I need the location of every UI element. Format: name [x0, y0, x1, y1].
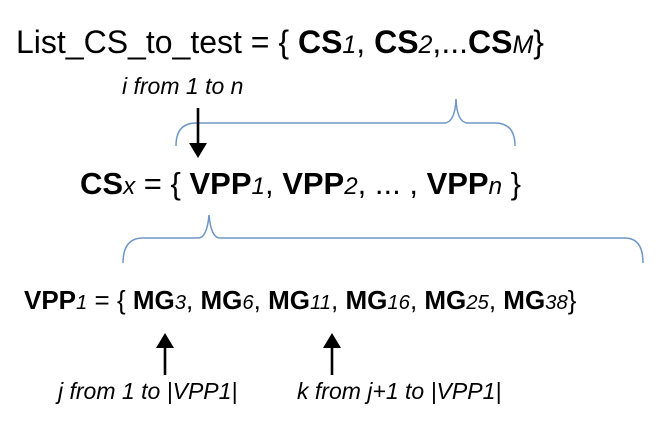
mg-term: MG25 — [424, 285, 488, 315]
mg-main: MG — [132, 285, 175, 315]
cs-separator-1: , — [264, 166, 283, 201]
vpp1-term: VPP1 — [189, 166, 264, 201]
vpp1-definition-line: VPP1 = { MG3, MG6, MG11, MG16, MG25, MG3… — [24, 285, 577, 315]
mg-main: MG — [268, 285, 310, 315]
vppn-term: VPPn — [427, 166, 502, 201]
list-separator-2: ,... — [432, 24, 468, 60]
cs1-main: CS — [297, 24, 343, 60]
vpp2-term: VPP2 — [282, 166, 357, 201]
mg-subscript: 25 — [466, 292, 489, 314]
arrow-i — [189, 108, 207, 158]
vpp2-main: VPP — [282, 166, 345, 201]
csx-term: CSx — [80, 166, 135, 201]
vpp-head-main: VPP — [24, 285, 77, 315]
vpp-head-term: VPP1 — [24, 285, 87, 315]
mg-main: MG — [503, 285, 546, 315]
mg-subscript: 16 — [387, 292, 410, 314]
csm-main: CS — [467, 24, 513, 60]
cs2-subscript: 2 — [418, 31, 433, 59]
brace-vpp-set — [122, 214, 644, 264]
mg-subscript: 3 — [174, 292, 187, 314]
vpp-equals: = { — [87, 285, 133, 315]
mg-term: MG11 — [268, 285, 331, 315]
mg-main: MG — [200, 285, 243, 315]
cs-separator-2: , ... , — [357, 166, 427, 201]
list-suffix: } — [533, 24, 544, 60]
mg-main: MG — [345, 285, 388, 315]
vpp-head-subscript: 1 — [76, 292, 88, 314]
mg-term: MG6 — [200, 285, 253, 315]
cs1-subscript: 1 — [342, 31, 357, 59]
csx-equals: = { — [135, 166, 190, 201]
arrow-j — [156, 333, 174, 375]
arrow-k — [323, 333, 341, 375]
csx-definition-line: CSx = { VPP1, VPP2, ... , VPPn } — [80, 168, 521, 199]
iteration-j-label: j from 1 to |VPP1| — [58, 378, 238, 404]
vpp-suffix: } — [567, 285, 577, 315]
cs2-main: CS — [374, 24, 419, 60]
iteration-i-label: i from 1 to n — [122, 73, 244, 99]
vppn-subscript: n — [488, 173, 503, 200]
list-prefix: List_CS_to_test = { — [16, 24, 298, 60]
brace-cs-set — [175, 98, 516, 147]
vpp1-main: VPP — [189, 166, 252, 201]
mg-term: MG3 — [133, 285, 186, 315]
cs1-term: CS1 — [298, 24, 356, 60]
vpp2-subscript: 2 — [344, 173, 358, 200]
mg-subscript: 38 — [545, 292, 568, 314]
csm-subscript: M — [512, 31, 534, 59]
mg-subscript: 11 — [310, 292, 332, 314]
mg-term: MG38 — [503, 285, 567, 315]
csx-main: CS — [80, 166, 124, 201]
csx-subscript: x — [123, 173, 136, 200]
vpp1-subscript: 1 — [251, 173, 265, 200]
cs-suffix: } — [502, 166, 522, 201]
csm-term: CSM — [468, 24, 533, 60]
mg-term: MG16 — [346, 285, 410, 315]
list-cs-to-test-line: List_CS_to_test = { CS1, CS2,...CSM} — [16, 26, 544, 58]
mg-main: MG — [424, 285, 467, 315]
iteration-k-label: k from j+1 to |VPP1| — [297, 378, 502, 404]
mg-subscript: 6 — [242, 292, 254, 314]
vppn-main: VPP — [426, 166, 489, 201]
list-separator-1: , — [356, 24, 375, 60]
cs2-term: CS2 — [374, 24, 432, 60]
